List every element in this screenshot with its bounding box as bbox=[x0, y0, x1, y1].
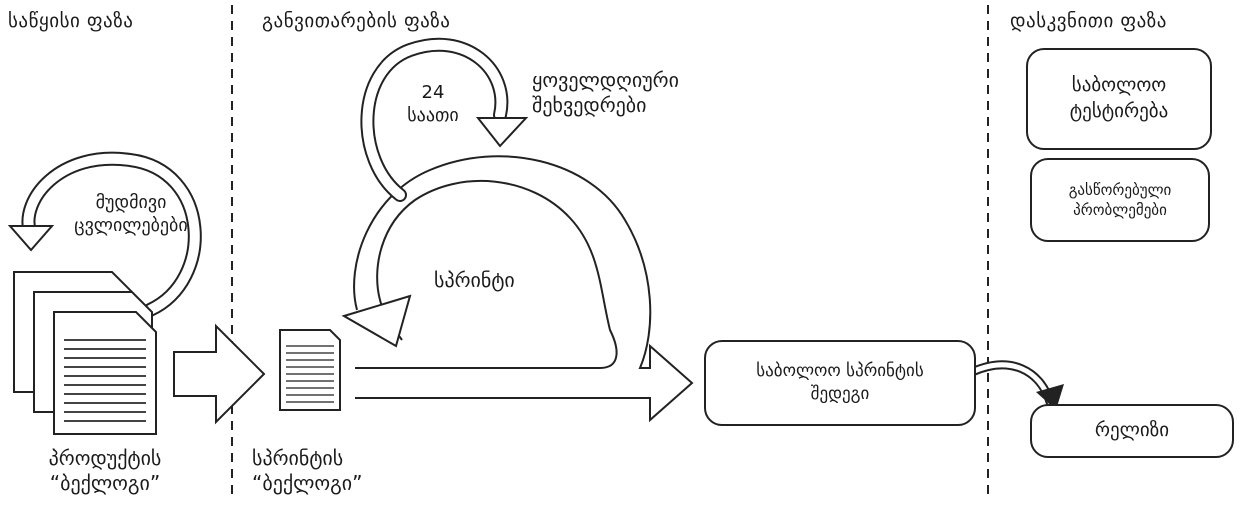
final-sprint-result-line1: საბოლოო სპრინტის bbox=[756, 361, 924, 382]
sprint-loop-inner bbox=[353, 155, 694, 423]
product-backlog-documents bbox=[13, 271, 157, 435]
fixed-problems-box: გასწორებული პრობლემები bbox=[1030, 158, 1210, 242]
continuous-changes-loop-arrow bbox=[23, 153, 200, 315]
daily-cycle-number: 24 bbox=[421, 82, 445, 103]
continuous-changes-label: მუდმივი ცვლილებები bbox=[36, 192, 226, 237]
document-icon bbox=[53, 311, 157, 435]
document-icon bbox=[279, 329, 341, 411]
phase-title-development: განვითარების ფაზა bbox=[262, 10, 451, 32]
sprint-label: სპრინტი bbox=[434, 268, 515, 292]
daily-cycle-label: 24 საათი bbox=[388, 82, 478, 127]
fixed-problems-line1: გასწორებული bbox=[1068, 180, 1172, 199]
daily-meetings-label: ყოველდღიური შეხვედრები bbox=[532, 68, 752, 118]
product-backlog-line2: “ბექლოგი” bbox=[49, 471, 161, 495]
sprint-loop-arrowhead bbox=[341, 294, 412, 348]
daily-meetings-line2: შეხვედრები bbox=[532, 93, 647, 117]
sprint-backlog-line2: “ბექლოგი” bbox=[252, 471, 363, 495]
final-sprint-result-box: საბოლოო სპრინტის შედეგი bbox=[704, 340, 976, 426]
final-testing-line2: ტესტირება bbox=[1069, 100, 1169, 122]
sprint-backlog-document bbox=[279, 329, 341, 411]
final-testing-box: საბოლოო ტესტირება bbox=[1026, 48, 1212, 150]
fixed-problems-line2: პრობლემები bbox=[1073, 201, 1167, 219]
phase-title-initial: საწყისი ფაზა bbox=[8, 10, 134, 32]
final-testing-line1: საბოლოო bbox=[1071, 74, 1167, 97]
sprint-backlog-label: სპრინტის “ბექლოგი” bbox=[252, 446, 422, 496]
sprint-loop-arrow bbox=[355, 179, 618, 369]
continuous-changes-arrowhead bbox=[7, 225, 55, 252]
release-box: რელიზი bbox=[1030, 404, 1234, 458]
release-label: რელიზი bbox=[1094, 419, 1170, 442]
final-sprint-result-line2: შედეგი bbox=[810, 384, 870, 404]
daily-loop-arrowhead bbox=[475, 117, 529, 148]
continuous-changes-line1: მუდმივი bbox=[95, 192, 167, 213]
daily-cycle-unit: საათი bbox=[407, 104, 459, 126]
result-to-release-arrowhead bbox=[1036, 384, 1064, 410]
backlog-to-sprint-arrow bbox=[173, 323, 266, 425]
product-backlog-line1: პროდუქტის bbox=[48, 446, 162, 470]
daily-loop-arrow bbox=[362, 39, 507, 200]
sprint-backlog-line1: სპრინტის bbox=[252, 446, 344, 470]
continuous-changes-line2: ცვლილებები bbox=[74, 214, 188, 236]
product-backlog-label: პროდუქტის “ბექლოგი” bbox=[10, 446, 200, 496]
phase-title-final: დასკვნითი ფაზა bbox=[1010, 10, 1167, 32]
daily-meetings-line1: ყოველდღიური bbox=[532, 68, 679, 92]
